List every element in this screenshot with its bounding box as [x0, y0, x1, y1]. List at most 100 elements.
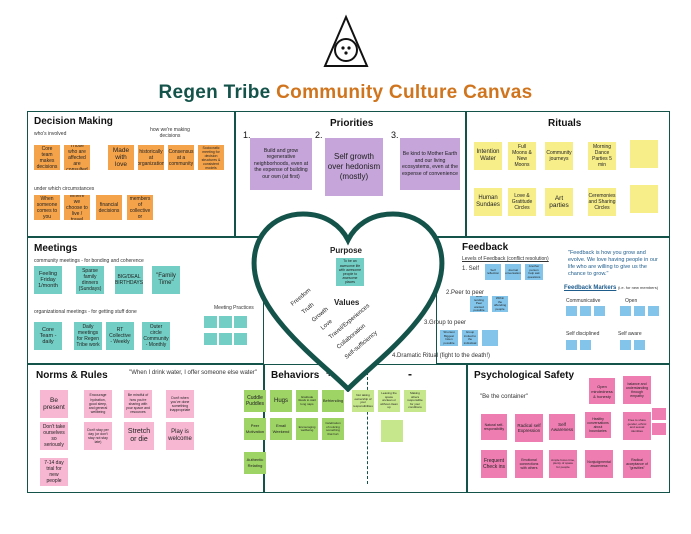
feedback-markers-note: (i.e. for new members) [618, 285, 659, 290]
norm-note: Don't stay per day (or don't stay not st… [84, 422, 112, 450]
ritual-note [630, 140, 658, 168]
decision-note: Sociocratic meeting for decision structu… [198, 145, 224, 170]
decision-note: Consensus at a community [168, 145, 194, 170]
priority-note: Build and grow regenerative neighborhood… [250, 138, 312, 190]
behaviors-divider [367, 372, 368, 484]
whos-involved-label: who's involved [34, 131, 67, 137]
ritual-note: Human Sundaes [474, 188, 502, 216]
feedback-note: Most tending Peer wanted possible [470, 296, 488, 312]
ritual-note: Art parties [545, 188, 573, 216]
positive-behavior-note: Authentic Relating [244, 452, 266, 474]
meeting-practice-note [234, 316, 247, 328]
psych-safety-title: Psychological Safety [474, 370, 575, 381]
heart-icon [251, 211, 445, 392]
decision-note: Made with love [108, 145, 134, 170]
positive-behavior-note: Celebration of noticing something that h… [322, 418, 344, 440]
marker-self-disciplined: Self disciplined [566, 331, 600, 337]
decision-making-title: Decision Making [34, 116, 113, 127]
feedback-markers-title: Feedback Markers (i.e. for new members) [564, 285, 658, 291]
psych-note: Emotional connections with others [515, 450, 543, 478]
feedback-marker-note [648, 306, 659, 316]
meeting-practice-note [234, 333, 247, 345]
ritual-note: Love & Gratitude Circles [508, 188, 536, 216]
psych-note: Radical acceptance of "gravities" [623, 450, 651, 478]
meeting-practices-label: Meeting Practices [214, 305, 254, 311]
positive-behavior-note: Befriending [322, 390, 344, 412]
feedback-note: Group invited to the individual [462, 330, 478, 346]
decision-note: Core team makes decisions [34, 145, 60, 170]
feedback-levels-label: Levels of Feedback (conflict resolution) [462, 256, 549, 262]
norm-note: Stretch or die [124, 422, 154, 450]
canvas-title: Regen Tribe Community Culture Canvas [0, 82, 691, 104]
feedback-level-3: 3.Group to peer [424, 320, 467, 326]
priority-number: 2. [315, 130, 323, 140]
decision-note: New members of collective or community [127, 195, 153, 220]
feedback-marker-note [580, 340, 591, 350]
how-decisions-label: how we're making decisions [150, 127, 190, 139]
positive-behavior-note: Encouraging wellbeing [296, 418, 318, 440]
community-meeting-note: Sparse family dinners (Sundays) [76, 266, 104, 294]
norm-note: Play is welcome [166, 422, 194, 450]
psych-note: Nonjudgmental awareness [585, 450, 613, 478]
priority-number: 3. [391, 130, 399, 140]
marker-self-aware: Self aware [618, 331, 642, 337]
rituals-title: Rituals [548, 118, 582, 129]
negative-behavior-note [381, 420, 403, 442]
psych-note [652, 408, 666, 420]
decision-note: When someone comes to you [34, 195, 60, 220]
feedback-markers-label: Feedback Markers [564, 285, 617, 291]
ritual-note: Morning Dance Parties 5 min [588, 142, 616, 170]
norm-note: Don't take ourselves so seriously [40, 422, 68, 450]
priority-note: Self growth over hedonism (mostly) [325, 138, 383, 196]
feedback-level-4: 4.Dramatic Ritual (fight to the death!) [392, 353, 491, 359]
norm-note: Don't when you've done something inappro… [166, 390, 194, 418]
psych-note: Free to share gender, ethnic and sexual … [623, 412, 651, 440]
meeting-practice-note [204, 316, 217, 328]
ritual-note: Intention Water [474, 142, 502, 170]
feedback-marker-note [566, 340, 577, 350]
feedback-marker-note [566, 306, 577, 316]
feedback-level-2: 2.Peer to peer [446, 290, 485, 296]
negative-behavior-note: Not taking ownership of your responsibil… [352, 390, 374, 412]
negative-behavior-note: Leaving the space unclean or without cle… [378, 390, 400, 412]
decision-note: financial decisions [96, 195, 122, 220]
psych-note: Ample focus time, plenty of space for pe… [549, 450, 577, 478]
feedback-marker-note [580, 306, 591, 316]
feedback-note: Shortest Biggest listen possible [440, 330, 458, 346]
feedback-level-1: 1. Self [462, 266, 480, 272]
ritual-note: Community journeys [545, 142, 573, 170]
feedback-note: Within the offending people [492, 296, 508, 312]
community-meetings-label: community meetings - for bonding and coh… [34, 258, 144, 264]
rituals-panel [466, 111, 670, 237]
feedback-marker-note [620, 306, 631, 316]
priority-note: Be kind to Mother Earth and our living e… [400, 138, 460, 190]
positive-behavior-note: Cuddle Puddles [244, 390, 266, 412]
psych-note: Open mindedness & honesty [589, 378, 615, 404]
feedback-note [482, 330, 498, 346]
values-title: Values [334, 298, 360, 307]
psych-note: Self Awareness [549, 414, 575, 440]
feedback-quote: "Feedback is how you grow and evolve. We… [568, 250, 658, 277]
org-meetings-label: organizational meetings - for getting st… [34, 309, 137, 315]
psych-safety-quote: "Be the container" [480, 394, 528, 400]
title-brand: Regen Tribe [158, 82, 271, 103]
feedback-marker-note [634, 340, 645, 350]
decision-note: Where we choose to live / travel [64, 195, 90, 220]
negative-behavior-note: Making others responsible for your condi… [404, 390, 426, 412]
ritual-note [630, 185, 658, 213]
meetings-title: Meetings [34, 243, 78, 254]
norm-note: 7-14 day trial for new people [40, 458, 68, 486]
purpose-note: To be an awesome life with awesome peopl… [336, 258, 364, 286]
psych-note: Natural self-responsibility [481, 414, 507, 440]
marker-communicative: Communicative [566, 298, 601, 304]
priorities-title: Priorities [330, 118, 374, 129]
feedback-title: Feedback [462, 242, 509, 253]
purpose-title: Purpose [330, 246, 363, 255]
positive-behavior-note: Peer Motivation [244, 418, 266, 440]
norm-note: Be present [40, 390, 68, 418]
behaviors-title: Behaviors [271, 370, 320, 381]
meeting-practice-note [219, 333, 232, 345]
org-meeting-note: Outer circle Community - Monthly [142, 322, 170, 350]
psych-note: Radical self Expression [515, 414, 543, 442]
behaviors-minus: - [408, 367, 412, 381]
